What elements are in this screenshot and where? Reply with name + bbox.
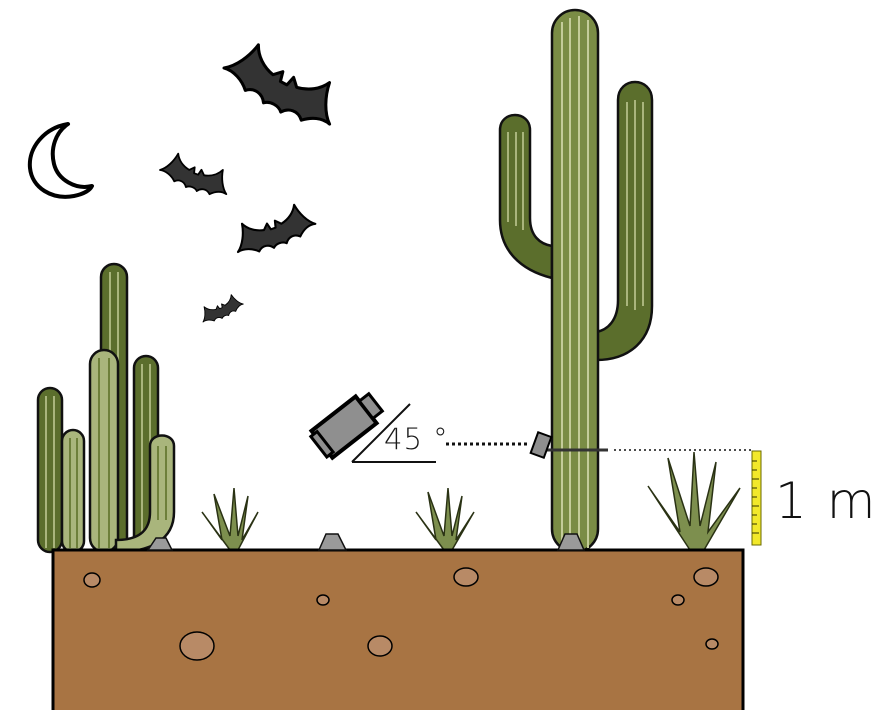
camera-angle-label: 45 ° [384,422,449,456]
bat-icon-small [198,292,246,326]
bat-icon-medium-right [229,200,318,260]
soil-ground [53,550,743,710]
cactus-icon-saguaro [500,10,652,552]
sensor-height-label: 1 m [775,472,877,530]
camera-icon [308,389,386,460]
bat-icon-medium [158,150,234,201]
bat-icon-large [218,36,346,135]
agave-icon-right [648,452,740,550]
moon-icon [30,124,92,197]
agave-icon-middle [416,488,474,550]
rock-icon [148,534,584,550]
agave-icon-left [202,488,258,550]
ruler-icon [752,451,761,545]
cactus-icon-left-cluster [38,264,174,552]
